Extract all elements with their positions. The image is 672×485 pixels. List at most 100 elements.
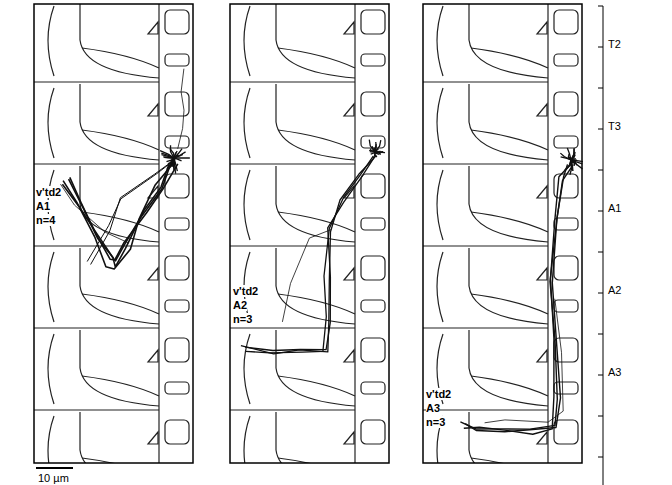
segment-outline [278, 130, 355, 150]
segment-outline [276, 412, 355, 463]
segment-outline [165, 174, 189, 198]
segment-outline [471, 130, 548, 150]
segment-outline [244, 6, 250, 76]
segment-outline [537, 268, 547, 280]
segment-outline [547, 4, 548, 82]
axon-trace [245, 158, 374, 350]
segment-label: A2 [608, 284, 621, 296]
segment-outline [344, 350, 354, 362]
cns-schematic [423, 4, 578, 463]
segment-outline [230, 81, 355, 82]
segment-axis [603, 6, 604, 485]
segment-outline [230, 409, 355, 410]
segment-outline [82, 294, 159, 314]
axon-trace [62, 159, 172, 261]
segment-outline [437, 88, 443, 158]
segment-outline [471, 212, 548, 232]
segment-outline [80, 4, 159, 78]
segment-outline [82, 48, 159, 68]
segment-outline [361, 10, 385, 34]
panel-border [230, 4, 389, 463]
dendrite-trace [375, 151, 383, 153]
segment-outline [165, 338, 189, 362]
cns-schematic [34, 4, 189, 463]
dendrite-trace [174, 154, 183, 158]
axis-tick [598, 457, 603, 458]
segment-outline [437, 6, 443, 76]
axis-tick [598, 334, 603, 335]
segment-outline [537, 350, 547, 362]
scale-bar [36, 467, 73, 469]
segment-outline [344, 432, 354, 444]
dendrite-trace [375, 140, 381, 152]
axon-trace [460, 165, 573, 429]
neuron-tracing [282, 230, 331, 322]
segment-outline [80, 84, 159, 160]
panel-label: A2 [233, 299, 247, 311]
segment-outline [230, 327, 355, 328]
segment-outline [244, 88, 250, 158]
dendrite-trace [369, 140, 375, 152]
segment-outline [354, 328, 355, 410]
dendrite-trace [163, 157, 174, 158]
panel-border [423, 4, 582, 463]
segment-outline [554, 54, 578, 66]
segment-outline [34, 81, 159, 82]
dendrite-trace [161, 153, 174, 158]
segment-outline [537, 432, 547, 444]
segment-outline [423, 81, 548, 82]
segment-outline [276, 330, 355, 406]
scale-label: 10 µm [38, 472, 69, 484]
segment-outline [230, 245, 355, 246]
panel-label: n=3 [233, 313, 252, 325]
axon-trace [91, 158, 177, 265]
segment-outline [278, 48, 355, 68]
segment-outline [344, 22, 354, 34]
segment-outline [48, 88, 54, 158]
axon-trace [178, 69, 184, 149]
segment-outline [165, 218, 189, 230]
dendrite-trace [375, 150, 380, 152]
segment-outline [547, 82, 548, 164]
segment-outline [547, 328, 548, 410]
axon-trace [241, 156, 376, 354]
segment-outline [354, 4, 355, 82]
segment-outline [469, 330, 548, 406]
segment-outline [148, 104, 158, 116]
segment-outline [158, 328, 159, 410]
axon-trace [485, 299, 564, 423]
segment-outline [423, 245, 548, 246]
segment-outline [554, 300, 578, 312]
axon-trace [246, 156, 374, 353]
dendrite-trace [370, 149, 375, 152]
axis-tick [598, 293, 603, 294]
segment-outline [165, 136, 189, 148]
segment-outline [230, 163, 355, 164]
segment-outline [423, 409, 548, 410]
segment-outline [437, 252, 443, 322]
segment-outline [148, 22, 158, 34]
dendrite-trace [571, 155, 575, 160]
segment-outline [554, 256, 578, 280]
neuron-tracing [485, 299, 564, 423]
segment-outline [276, 84, 355, 160]
segment-outline [554, 92, 578, 116]
dendrite-trace [561, 157, 571, 160]
neuron-tracing [241, 156, 376, 354]
segment-outline [471, 294, 548, 314]
segment-outline [354, 164, 355, 246]
segment-outline [48, 252, 54, 322]
segment-outline [158, 246, 159, 328]
segment-outline [165, 92, 189, 116]
segment-outline [278, 294, 355, 314]
axon-trace [465, 164, 567, 431]
segment-outline [165, 300, 189, 312]
axon-trace [87, 163, 171, 262]
segment-outline [361, 300, 385, 312]
cns-schematic [230, 4, 385, 463]
segment-outline [34, 327, 159, 328]
segment-outline [437, 170, 443, 240]
segment-outline [276, 4, 355, 78]
segment-outline [165, 54, 189, 66]
